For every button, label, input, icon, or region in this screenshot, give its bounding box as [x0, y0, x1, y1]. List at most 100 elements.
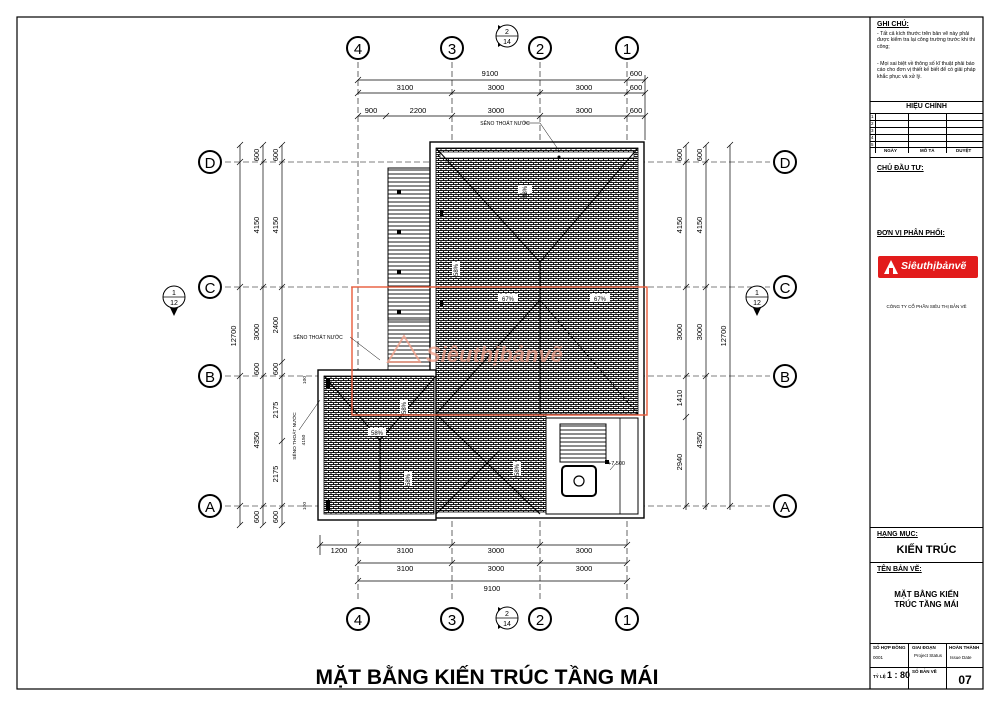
dim-right: 2940 — [675, 454, 684, 471]
title-block: GHI CHÚ: - Tất cả kích thước trên bản vẽ… — [870, 17, 983, 689]
revision-title: HIỆU CHỈNH — [906, 103, 947, 110]
category-value: KIẾN TRÚC — [896, 544, 957, 556]
axis-label: B — [780, 369, 790, 386]
dim-100: 100 — [302, 502, 308, 510]
axis-bubble-C: C — [198, 275, 222, 299]
drawing-name-label: TÊN BẢN VẼ: — [877, 566, 922, 573]
dim-top: 600 — [630, 83, 643, 92]
sheet-border — [16, 16, 984, 690]
axis-label: 1 — [623, 612, 631, 629]
dim-top: 3100 — [397, 83, 414, 92]
dim-overall-bottom: 9100 — [484, 584, 501, 593]
roof-plan: Siêuthịbảnvẽ — [317, 141, 648, 521]
axis-label: 3 — [448, 41, 456, 58]
axis-label: 4 — [354, 612, 362, 629]
section-num: 2 — [505, 611, 509, 618]
section-sheet: 12 — [170, 300, 178, 307]
axis-label: 2 — [536, 612, 544, 629]
home-icon — [884, 260, 898, 274]
axis-bubble-2: 2 — [528, 607, 552, 631]
dim-600: 600 — [630, 69, 643, 78]
watermark-frame — [351, 286, 648, 416]
axis-bubble-A: A — [773, 494, 797, 518]
section-sheet: 12 — [753, 300, 761, 307]
dim-bottom: 3100 — [397, 564, 414, 573]
gutter-label-top: SÊNO THOÁT NƯỚC — [480, 119, 530, 127]
slope-label: 58% — [402, 401, 408, 414]
sheet-label: SỐ BẢN VẼ — [912, 669, 937, 674]
slope-label: 67% — [502, 297, 515, 303]
dim-top: 900 — [365, 106, 378, 115]
dim-left: 4350 — [252, 432, 261, 449]
dim-100: 100 — [302, 376, 308, 384]
axis-label: C — [780, 280, 791, 297]
dim-left: 2175 — [271, 466, 280, 483]
dim-right: 4150 — [675, 217, 684, 234]
sheet-number: 07 — [958, 673, 972, 687]
rev-num: 3 — [871, 128, 874, 133]
section-num: 2 — [505, 29, 509, 36]
axis-label: A — [205, 499, 215, 516]
dim-top: 3000 — [576, 106, 593, 115]
dim-bottom: 1200 — [331, 546, 348, 555]
dim-right: 4350 — [695, 432, 704, 449]
axis-label: 2 — [536, 41, 544, 58]
category-label: HẠNG MỤC: — [877, 531, 918, 538]
roof-strip — [387, 167, 431, 321]
drawing-name: MẶT BẰNG KIẾN TRÚC TẦNG MÁI — [894, 590, 959, 609]
section-marker-bottom: 2 14 — [495, 606, 519, 630]
dim-top: 2200 — [410, 106, 427, 115]
slope-label: 67% — [594, 297, 607, 303]
scale-value: 1 : 80 — [887, 670, 911, 680]
axis-label: 3 — [448, 612, 456, 629]
axis-bubble-4: 4 — [346, 36, 370, 60]
slope-label: 58% — [406, 473, 412, 486]
dim-bottom: 3000 — [576, 564, 593, 573]
col-approve: DUYỆT — [956, 148, 972, 153]
dim-left: 3000 — [252, 324, 261, 341]
axis-bubble-3: 3 — [440, 36, 464, 60]
section-marker-top: 2 14 — [495, 24, 519, 48]
scale-label: TỶ LỆ — [873, 674, 886, 679]
slope-label: 58% — [523, 185, 529, 198]
axis-label: C — [205, 280, 216, 297]
dim-left: 600 — [252, 511, 261, 524]
axis-label: D — [780, 155, 791, 172]
dim-left: 600 — [271, 363, 280, 376]
logo-text: Siêuthịbảnvẽ — [901, 260, 967, 272]
note-2: - Mọi sai biệt về thông số kĩ thuật phải… — [877, 61, 976, 80]
brand-logo: Siêuthịbảnvẽ — [878, 256, 978, 278]
dim-left: 4150 — [252, 217, 261, 234]
water-tank — [561, 465, 597, 497]
slope-label: 58% — [371, 431, 384, 437]
axis-label: B — [205, 369, 215, 386]
finish-value: Issue Date — [950, 655, 972, 660]
dim-top: 3000 — [488, 83, 505, 92]
contract-label: SỐ HỢP ĐỒNG — [873, 645, 906, 650]
axis-label: 1 — [623, 41, 631, 58]
section-marker-right: 1 12 — [745, 285, 769, 316]
dim-right: 1410 — [675, 390, 684, 407]
section-num: 1 — [755, 290, 759, 297]
axis-bubble-4: 4 — [346, 607, 370, 631]
company-name: CÔNG TY CỔ PHẦN SIÊU THỊ BẢN VẼ — [886, 304, 967, 309]
finish-label: HOÀN THÀNH — [949, 645, 980, 650]
slope-label: 58% — [515, 463, 521, 476]
axis-bubble-1: 1 — [615, 36, 639, 60]
dim-left: 2400 — [271, 317, 280, 334]
slope-label: 58% — [454, 263, 460, 276]
stage-label: GIAI ĐOẠN — [912, 645, 936, 650]
dim-left: 600 — [252, 149, 261, 162]
grid-axis-left: D C B A — [198, 150, 222, 518]
rev-num: 1 — [871, 114, 874, 119]
owner-label: CHỦ ĐẦU TƯ: — [877, 165, 924, 172]
axis-label: A — [780, 499, 790, 516]
col-desc: MÔ TẢ — [920, 148, 935, 153]
dim-top: 3000 — [576, 83, 593, 92]
rev-num: 2 — [871, 121, 874, 126]
dim-top: 600 — [630, 106, 643, 115]
axis-bubble-C: C — [773, 275, 797, 299]
col-date: NGÀY — [884, 148, 898, 153]
gutter-label-left: SÊNO THOÁT NƯỚC — [290, 412, 298, 460]
